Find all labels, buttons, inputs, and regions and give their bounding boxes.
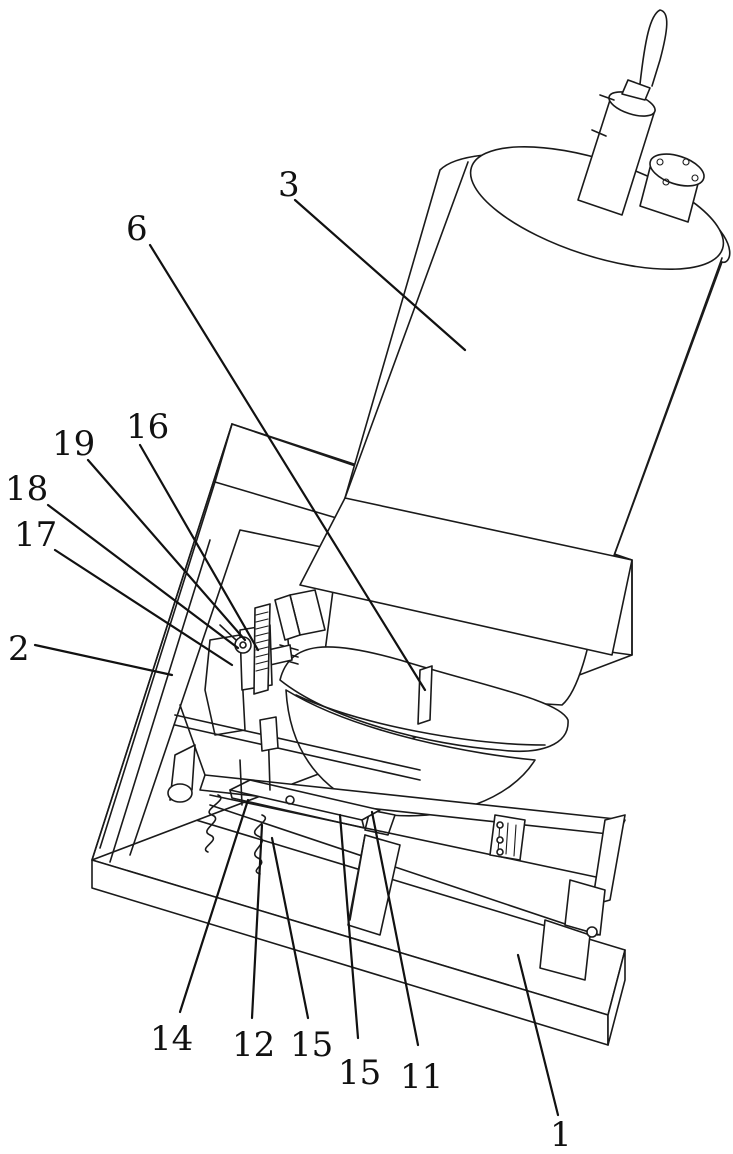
callout-17: 17 xyxy=(14,515,57,555)
callout-2: 2 xyxy=(8,629,30,669)
callout-13: 14 xyxy=(150,1019,193,1059)
callout-12: 12 xyxy=(232,1025,275,1065)
callout-11: 11 xyxy=(400,1057,443,1097)
callout-18: 18 xyxy=(5,469,48,509)
callout-3: 3 xyxy=(278,165,300,205)
callout-6: 6 xyxy=(126,209,148,249)
callout-19: 19 xyxy=(52,424,95,464)
callout-15: 15 xyxy=(338,1053,381,1093)
callout-14: 15 xyxy=(290,1025,333,1065)
callout-1: 1 xyxy=(550,1115,572,1154)
callout-16: 16 xyxy=(126,407,169,447)
connector-block xyxy=(490,815,525,860)
